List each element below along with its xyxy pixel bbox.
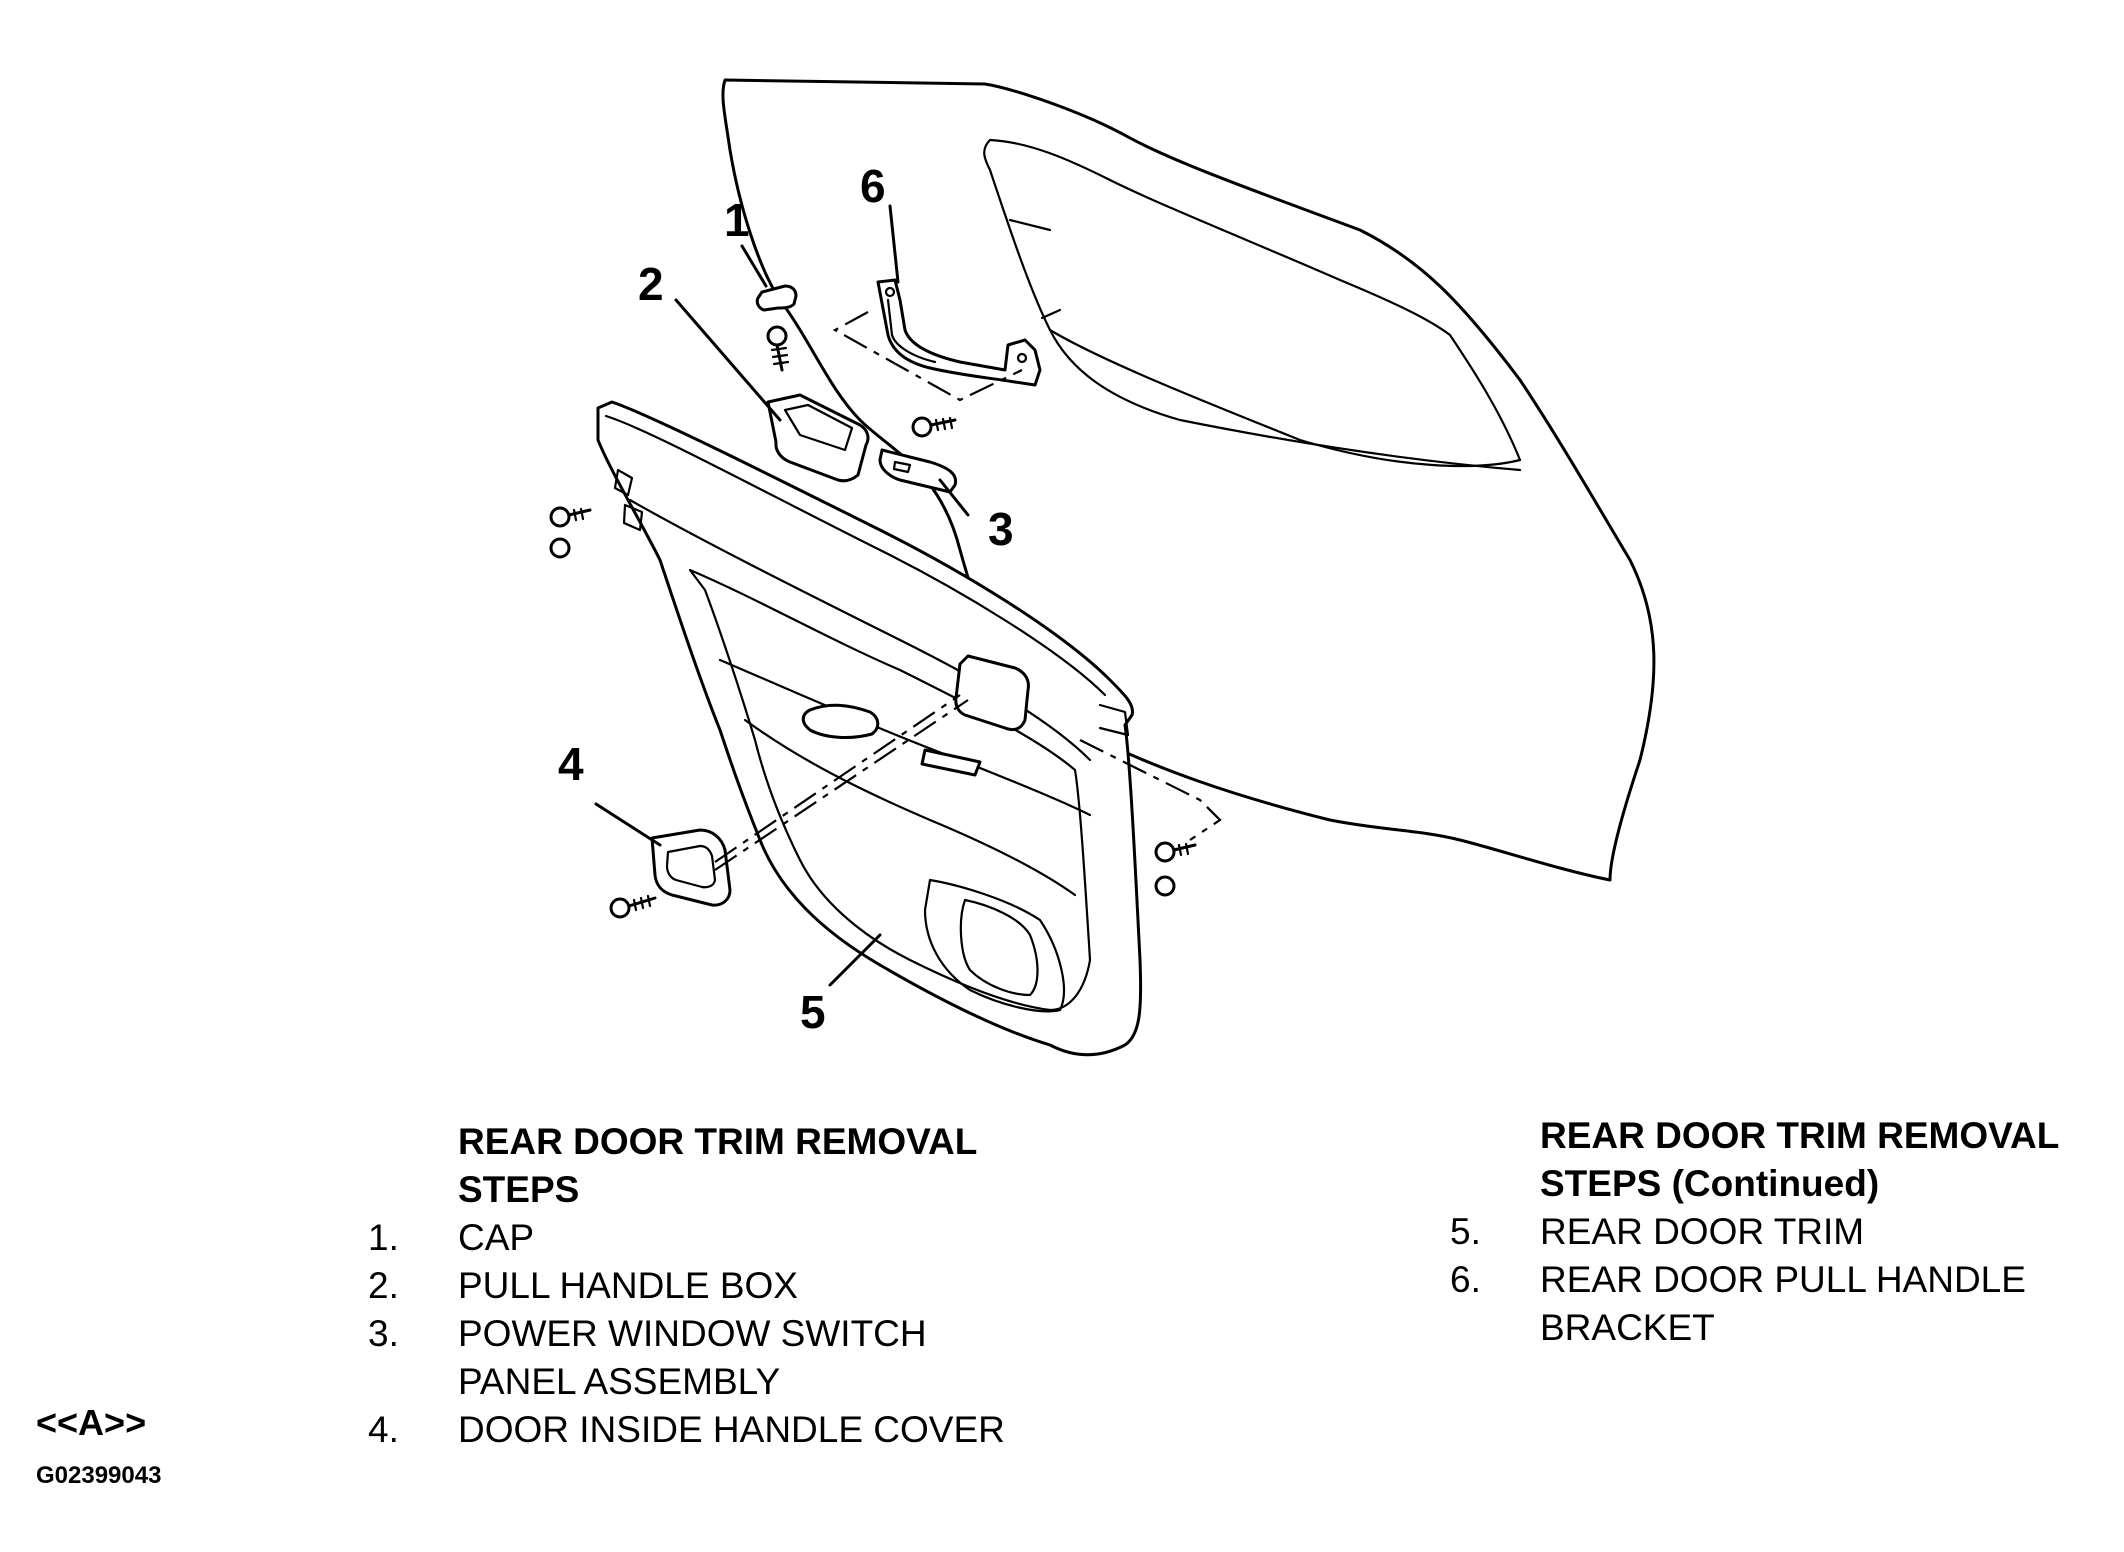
door-shell-outline <box>721 78 1656 882</box>
assembly-lines <box>714 311 1222 871</box>
step-number: 5. <box>1450 1211 1481 1252</box>
step-text: REAR DOOR PULL HANDLE BRACKET <box>1540 1259 2026 1348</box>
trim-clip-right <box>1154 841 1197 897</box>
trim-clip-left <box>549 506 592 559</box>
callout-5: 5 <box>800 986 826 1038</box>
step-number: 2. <box>368 1265 399 1306</box>
removal-steps-title: REAR DOOR TRIM REMOVAL STEPS <box>458 1121 977 1210</box>
callout-2: 2 <box>638 258 664 310</box>
removal-steps-continued-list: REAR DOOR TRIM REMOVAL STEPS (Continued)… <box>1450 1112 2110 1352</box>
step-text: DOOR INSIDE HANDLE COVER <box>458 1409 1005 1450</box>
leader-lines <box>594 204 970 987</box>
bracket-screw <box>911 416 957 438</box>
cap-part <box>755 284 798 312</box>
callout-1: 1 <box>724 194 750 246</box>
pull-handle-box-part <box>766 393 870 483</box>
callout-6: 6 <box>860 160 886 212</box>
section-code: <<A>> <box>36 1402 147 1443</box>
pull-handle-bracket-part <box>876 278 1042 387</box>
step-number: 4. <box>368 1409 399 1450</box>
handle-cover-screw <box>609 894 657 919</box>
rear-door-trim-panel <box>596 400 1143 1057</box>
step-item: 1. CAP <box>368 1214 1088 1262</box>
door-inside-handle-cover-part <box>650 828 732 907</box>
callout-3: 3 <box>988 503 1014 555</box>
step-number: 3. <box>368 1313 399 1354</box>
step-text: PULL HANDLE BOX <box>458 1265 798 1306</box>
step-item: 5. REAR DOOR TRIM <box>1450 1208 2110 1256</box>
removal-steps-continued-title: REAR DOOR TRIM REMOVAL STEPS (Continued) <box>1540 1115 2059 1204</box>
cap-screw <box>766 325 790 372</box>
step-item: 2. PULL HANDLE BOX <box>368 1262 1088 1310</box>
step-item: 6. REAR DOOR PULL HANDLE BRACKET <box>1450 1256 2110 1352</box>
step-text: CAP <box>458 1217 535 1258</box>
step-number: 1. <box>368 1217 399 1258</box>
step-text: POWER WINDOW SWITCH PANEL ASSEMBLY <box>458 1313 927 1402</box>
step-number: 6. <box>1450 1259 1481 1300</box>
callout-4: 4 <box>558 738 584 790</box>
step-item: 4. DOOR INSIDE HANDLE COVER <box>368 1406 1088 1454</box>
removal-steps-list: REAR DOOR TRIM REMOVAL STEPS 1. CAP 2. P… <box>368 1118 1088 1454</box>
step-text: REAR DOOR TRIM <box>1540 1211 1865 1252</box>
step-item: 3. POWER WINDOW SWITCH PANEL ASSEMBLY <box>368 1310 1088 1406</box>
figure-id: G02399043 <box>36 1462 162 1489</box>
